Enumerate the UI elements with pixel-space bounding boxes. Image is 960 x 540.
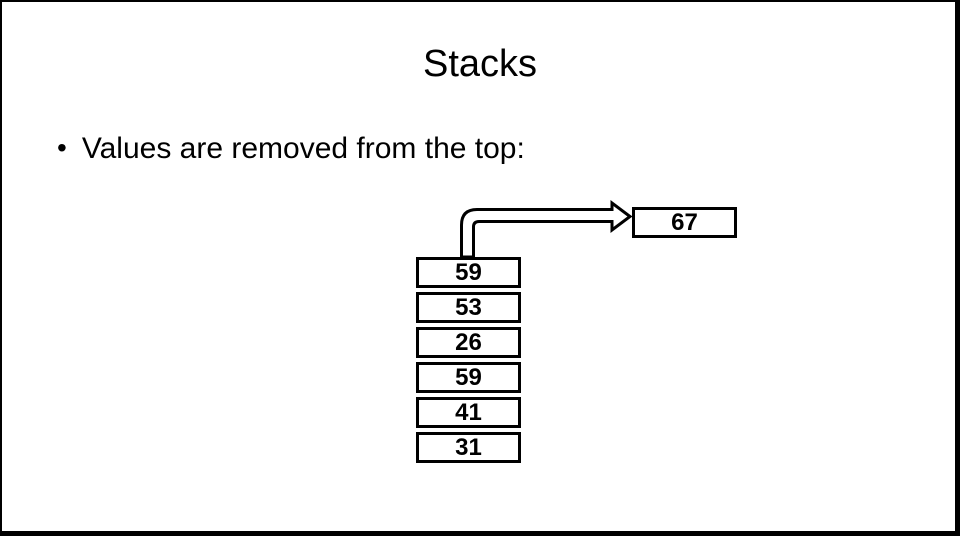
popped-value: 67 (671, 209, 698, 236)
stack-cell-value: 26 (455, 329, 482, 356)
bullet-marker: • (57, 132, 67, 163)
slide-title: Stacks (422, 43, 538, 85)
stack-cell: 41 (416, 397, 521, 428)
stack-cell: 53 (416, 292, 521, 323)
popped-value-box: 67 (632, 207, 737, 238)
stack-cell: 26 (416, 327, 521, 358)
stack-cell: 31 (416, 432, 521, 463)
stack-diagram: 59 53 26 59 41 31 (416, 257, 521, 467)
stack-cell-value: 59 (455, 364, 482, 391)
stack-cell-value: 59 (455, 259, 482, 286)
stack-cell-value: 31 (455, 434, 482, 461)
stack-cell: 59 (416, 257, 521, 288)
bullet-line: • Values are removed from the top: (57, 131, 525, 166)
stack-cell-value: 53 (455, 294, 482, 321)
bullet-text: Values are removed from the top: (81, 132, 525, 165)
stack-cell-value: 41 (455, 399, 482, 426)
stack-cell: 59 (416, 362, 521, 393)
